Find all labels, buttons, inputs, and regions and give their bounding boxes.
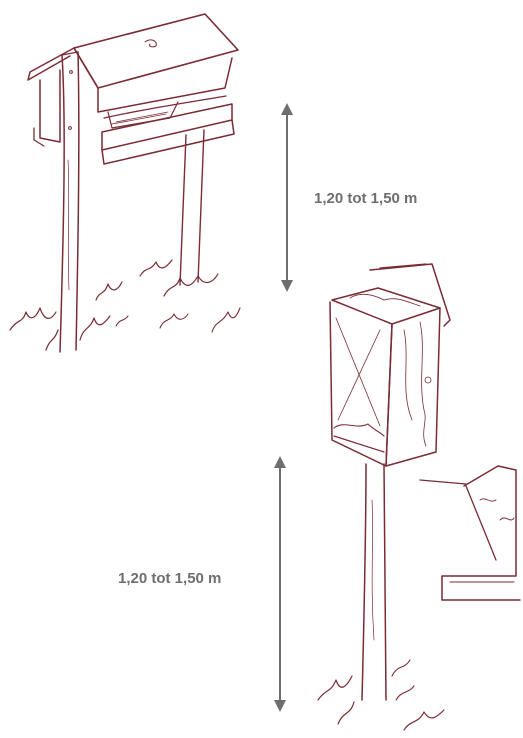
arrowhead-down-icon [274,700,286,712]
platform-feeder-illustration [9,13,241,353]
arrowhead-up-icon [281,103,293,115]
arrowhead-down-icon [281,280,293,292]
bottom-height-arrow [274,456,286,712]
top-height-arrow [281,103,293,292]
bottom-height-label: 1,20 tot 1,50 m [118,570,222,587]
hopper-feeder-illustration [317,263,521,731]
top-height-label: 1,20 tot 1,50 m [314,190,418,207]
arrowhead-up-icon [274,456,286,468]
